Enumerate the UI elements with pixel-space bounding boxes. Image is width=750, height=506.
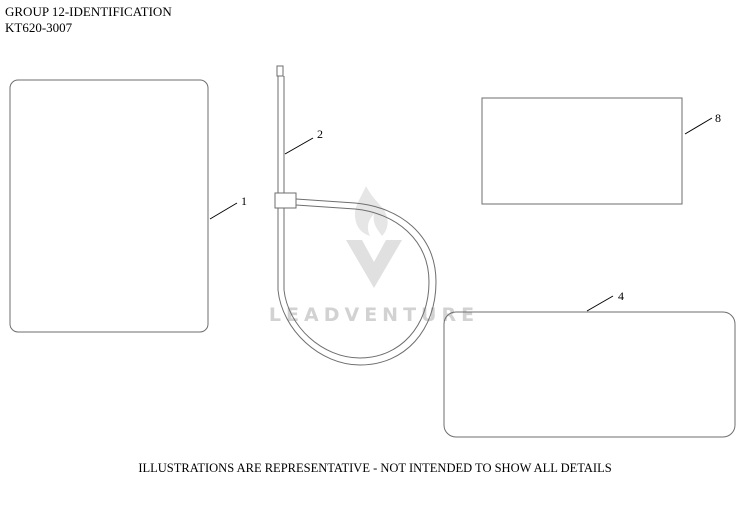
callout-4: 4 [618,289,624,303]
leader-line-1 [209,202,238,220]
item-1-label-sheet [9,79,209,333]
leader-line-8 [684,117,713,135]
callout-1: 1 [241,194,247,208]
item-4-decal [443,311,736,438]
watermark-flame-icon [354,186,388,236]
leader-line-2 [284,137,314,155]
watermark-v-icon [346,240,402,288]
watermark-text: LEADVENTURE [269,304,479,326]
group-title: GROUP 12-IDENTIFICATION [5,4,172,19]
callout-8: 8 [715,111,721,125]
leader-line-4 [586,295,614,312]
kit-number: KT620-3007 [5,20,73,35]
item-2-cable-tie [274,65,437,366]
disclaimer-text: ILLUSTRATIONS ARE REPRESENTATIVE - NOT I… [138,461,612,475]
item-8-label [481,97,683,205]
leadventure-watermark: LEADVENTURE [269,186,479,326]
callout-2: 2 [317,127,323,141]
